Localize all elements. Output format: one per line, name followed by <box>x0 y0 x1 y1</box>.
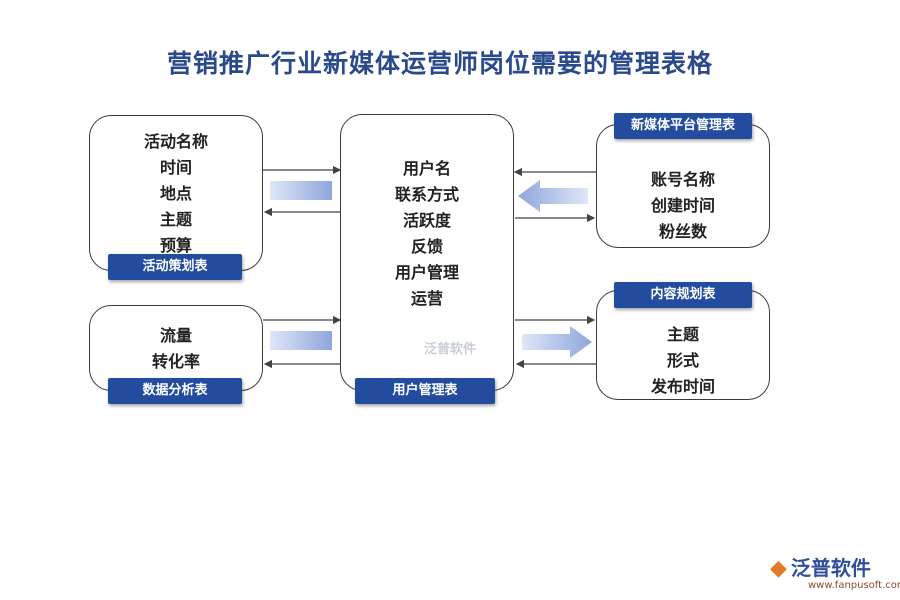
activity-plan-item: 地点 <box>159 184 192 203</box>
user-mgmt-tag: 用户管理表 <box>355 378 495 404</box>
user-mgmt-item: 运营 <box>410 289 443 308</box>
platform-mgmt-item: 粉丝数 <box>658 222 707 241</box>
platform-mgmt-box: 账号名称 创建时间 粉丝数 <box>596 124 770 248</box>
content-plan-item: 形式 <box>666 351 699 370</box>
data-analysis-item: 流量 <box>159 326 192 345</box>
content-plan-item: 主题 <box>666 325 699 344</box>
flow-arrow-platform <box>518 180 588 212</box>
platform-mgmt-tag: 新媒体平台管理表 <box>614 113 752 139</box>
activity-plan-item: 活动名称 <box>143 132 208 151</box>
user-mgmt-item: 用户名 <box>402 159 451 178</box>
user-mgmt-item: 活跃度 <box>402 211 451 230</box>
activity-plan-item: 主题 <box>159 210 192 229</box>
flow-arrow-content <box>522 326 592 358</box>
user-mgmt-item: 用户管理 <box>394 263 459 282</box>
flow-arrow-data <box>270 331 332 350</box>
activity-plan-tag: 活动策划表 <box>108 254 242 280</box>
data-analysis-box: 流量 转化率 <box>89 305 263 391</box>
watermark-text: 泛普软件 <box>424 342 477 357</box>
user-mgmt-item: 联系方式 <box>394 185 459 204</box>
flow-arrow-activity <box>270 181 332 200</box>
data-analysis-item: 转化率 <box>151 352 200 371</box>
content-plan-tag: 内容规划表 <box>614 282 752 308</box>
logo-url: www.fanpusoft.com <box>808 580 900 591</box>
data-analysis-tag: 数据分析表 <box>108 378 242 404</box>
brand-logo: ◆泛普软件 <box>770 552 871 581</box>
activity-plan-box: 活动名称 时间 地点 主题 预算 <box>89 115 263 271</box>
content-plan-item: 发布时间 <box>650 377 715 396</box>
diagram-title: 营销推广行业新媒体运营师岗位需要的管理表格 <box>166 49 713 78</box>
platform-mgmt-item: 账号名称 <box>650 170 715 189</box>
logo-text: 泛普软件 <box>790 556 871 580</box>
activity-plan-item: 预算 <box>159 236 192 255</box>
activity-plan-item: 时间 <box>159 158 192 177</box>
content-plan-box: 主题 形式 发布时间 <box>596 290 770 400</box>
user-mgmt-box: 用户名 联系方式 活跃度 反馈 用户管理 运营 <box>340 114 514 391</box>
user-mgmt-item: 反馈 <box>410 237 443 256</box>
logo-icon: ◆ <box>770 556 787 581</box>
platform-mgmt-item: 创建时间 <box>650 196 715 215</box>
